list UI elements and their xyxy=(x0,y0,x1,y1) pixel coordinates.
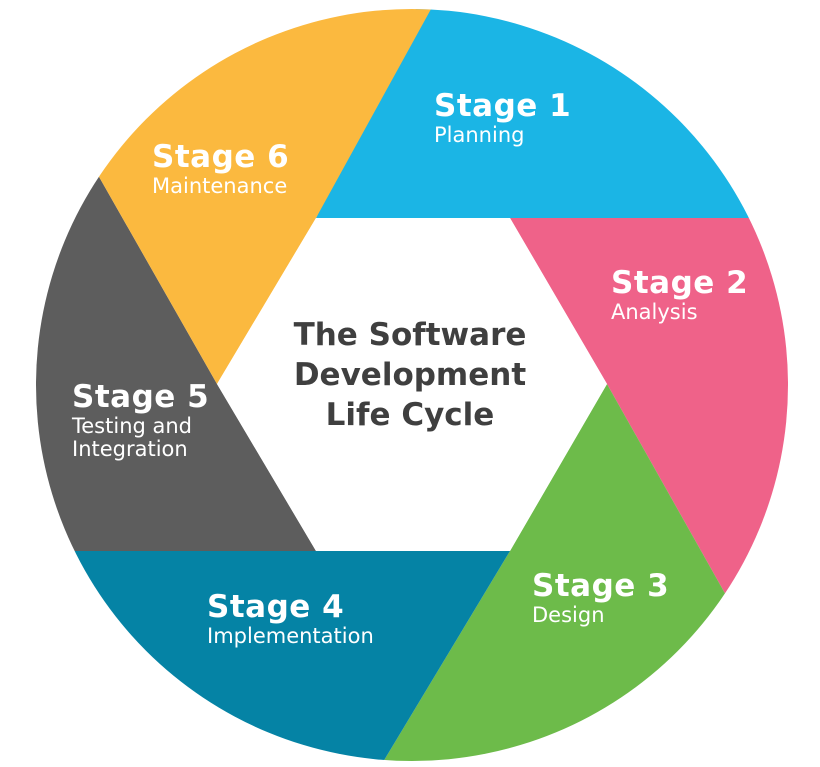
stage-6-label: Stage 6 Maintenance xyxy=(152,140,289,198)
segment-stage-2 xyxy=(510,218,788,620)
stage-2-label: Stage 2 Analysis xyxy=(611,266,748,324)
stage-4-label: Stage 4 Implementation xyxy=(207,590,374,648)
center-hexagon xyxy=(217,218,607,551)
center-title: The Software Development Life Cycle xyxy=(293,317,527,433)
stage-2-subtitle: Analysis xyxy=(611,299,698,324)
stage-2-title: Stage 2 xyxy=(611,265,749,301)
segment-stage-3 xyxy=(380,384,740,761)
stage-3-label: Stage 3 Design xyxy=(532,569,669,627)
stage-1-subtitle: Planning xyxy=(434,122,525,147)
stage-5-subtitle: Testing and Integration xyxy=(72,413,193,462)
stage-1-label: Stage 1 Planning xyxy=(434,89,571,147)
stage-6-subtitle: Maintenance xyxy=(152,173,288,198)
stage-3-title: Stage 3 xyxy=(532,568,670,604)
stage-5-title: Stage 5 xyxy=(72,379,210,415)
stage-6-title: Stage 6 xyxy=(152,139,290,175)
segment-stage-5 xyxy=(36,175,316,551)
stage-1-title: Stage 1 xyxy=(434,88,572,124)
stage-3-subtitle: Design xyxy=(532,602,605,627)
stage-4-subtitle: Implementation xyxy=(207,623,374,648)
stage-5-label: Stage 5 Testing and Integration xyxy=(72,380,209,462)
stage-4-title: Stage 4 xyxy=(207,589,345,625)
